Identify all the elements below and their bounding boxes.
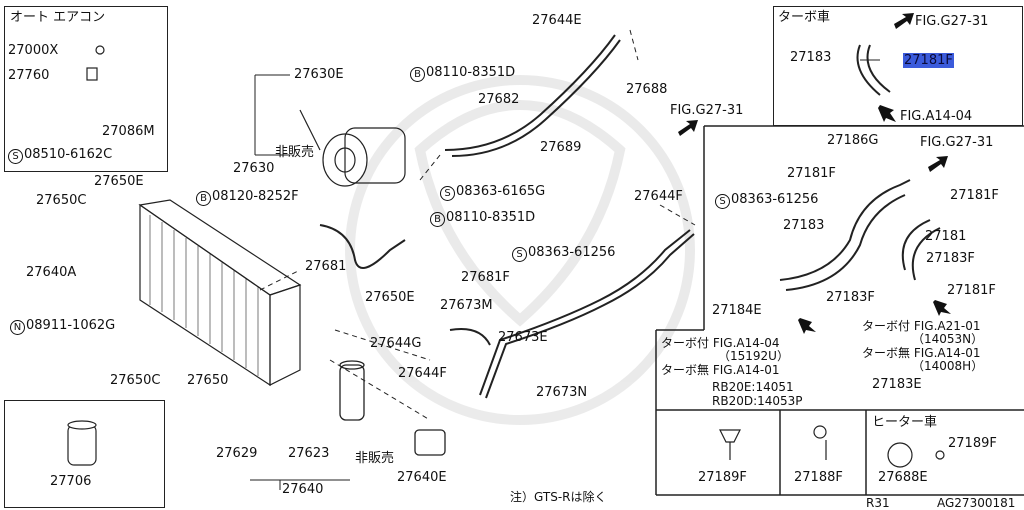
- direction-arrows: [678, 13, 951, 334]
- label-figG2731-a: FIG.G27-31: [670, 103, 744, 118]
- label-27650: 27650: [187, 373, 229, 388]
- part-27706-box: [4, 400, 165, 508]
- label-27644G: 27644G: [370, 336, 422, 351]
- rp-27186G: 27186G: [827, 133, 879, 148]
- rp-turbo-with-1: ターボ付 FIG.A14-04: [661, 336, 780, 350]
- label-r31: R31: [866, 496, 890, 510]
- turbo-27181F: 27181F: [903, 53, 954, 68]
- label-27000X: 27000X: [8, 43, 59, 58]
- rp-27181F-c: 27181F: [947, 283, 996, 298]
- rp-27183F-b: 27183F: [826, 290, 875, 305]
- label-27189F-bottom: 27189F: [698, 470, 747, 485]
- label-27673N: 27673N: [536, 385, 588, 400]
- receiver-drier-illustration: [339, 360, 446, 456]
- highlighted-part-27181F: 27181F: [903, 53, 954, 68]
- turbo-box-title: ターボ車: [778, 10, 831, 25]
- rp-turbo-with-2: ターボ付 FIG.A21-01: [862, 319, 981, 333]
- auto-aircon-box: [4, 6, 168, 172]
- rp-27181: 27181: [925, 229, 967, 244]
- rp-27183E: 27183E: [872, 377, 922, 392]
- turbo-27183: 27183: [790, 50, 832, 65]
- rp-rb20d: RB20D:14053P: [712, 394, 803, 408]
- label-27682: 27682: [478, 92, 520, 107]
- turbo-figA1404: FIG.A14-04: [900, 109, 973, 124]
- label-27644F-low: 27644F: [398, 366, 447, 381]
- label-27188F-bottom: 27188F: [794, 470, 843, 485]
- rp-rb20e: RB20E:14051: [712, 380, 794, 394]
- label-27086M: 27086M: [102, 124, 155, 139]
- label-27640: 27640: [282, 482, 324, 497]
- label-27760: 27760: [8, 68, 50, 83]
- note-gtsr: 注）GTS-Rは除く: [510, 490, 607, 504]
- label-27689: 27689: [540, 140, 582, 155]
- label-27688: 27688: [626, 82, 668, 97]
- pipe-lines: [319, 34, 695, 399]
- heater-hose-illustration: [779, 44, 941, 291]
- rp-15192U: （15192U）: [718, 349, 789, 363]
- label-27650E-mid: 27650E: [365, 290, 415, 305]
- screw-symbol-s: S: [8, 149, 23, 164]
- label-27644F-right: 27644F: [634, 189, 683, 204]
- label-27623: 27623: [288, 446, 330, 461]
- label-27630E: 27630E: [294, 67, 344, 82]
- rp-figG2731: FIG.G27-31: [920, 135, 994, 150]
- label-27650C-top: 27650C: [36, 193, 87, 208]
- auto-aircon-title: オート エアコン: [10, 10, 106, 25]
- rp-27183F-a: 27183F: [926, 251, 975, 266]
- label-27673E: 27673E: [498, 330, 548, 345]
- condenser-illustration: [138, 199, 302, 387]
- label-27640A: 27640A: [26, 265, 77, 280]
- label-27681: 27681: [305, 259, 347, 274]
- rp-14053N: （14053N）: [912, 332, 984, 346]
- rp-27181F-b: 27181F: [950, 188, 999, 203]
- heater-27189F: 27189F: [948, 436, 997, 451]
- turbo-box: [773, 6, 1023, 126]
- part-icons: [67, 45, 945, 468]
- turbo-figG2731: FIG.G27-31: [915, 14, 989, 29]
- diagram-code: AG27300181: [937, 496, 1016, 510]
- rp-27183: 27183: [783, 218, 825, 233]
- label-27673M: 27673M: [440, 298, 493, 313]
- rp-14008H: （14008H）: [912, 359, 984, 373]
- label-27629: 27629: [216, 446, 258, 461]
- label-27650C-low: 27650C: [110, 373, 161, 388]
- label-27706: 27706: [50, 474, 92, 489]
- label-27640E: 27640E: [397, 470, 447, 485]
- label-27681F: 27681F: [461, 270, 510, 285]
- rp-turbo-without-1: ターボ無 FIG.A14-01: [661, 363, 780, 377]
- rp-27181F-a: 27181F: [787, 166, 836, 181]
- watermark-emblem: [345, 75, 695, 425]
- label-27630: 27630: [233, 161, 275, 176]
- compressor-illustration: [299, 109, 406, 187]
- label-hanbai-a: 非販売: [275, 145, 315, 160]
- rp-27184E: 27184E: [712, 303, 762, 318]
- label-27644E: 27644E: [532, 13, 582, 28]
- heater-27688E: 27688E: [878, 470, 928, 485]
- label-hanbai-b: 非販売: [355, 451, 395, 466]
- rp-turbo-without-2: ターボ無 FIG.A14-01: [862, 346, 981, 360]
- heater-box-title: ヒーター車: [872, 415, 938, 430]
- label-27650E-top: 27650E: [94, 174, 144, 189]
